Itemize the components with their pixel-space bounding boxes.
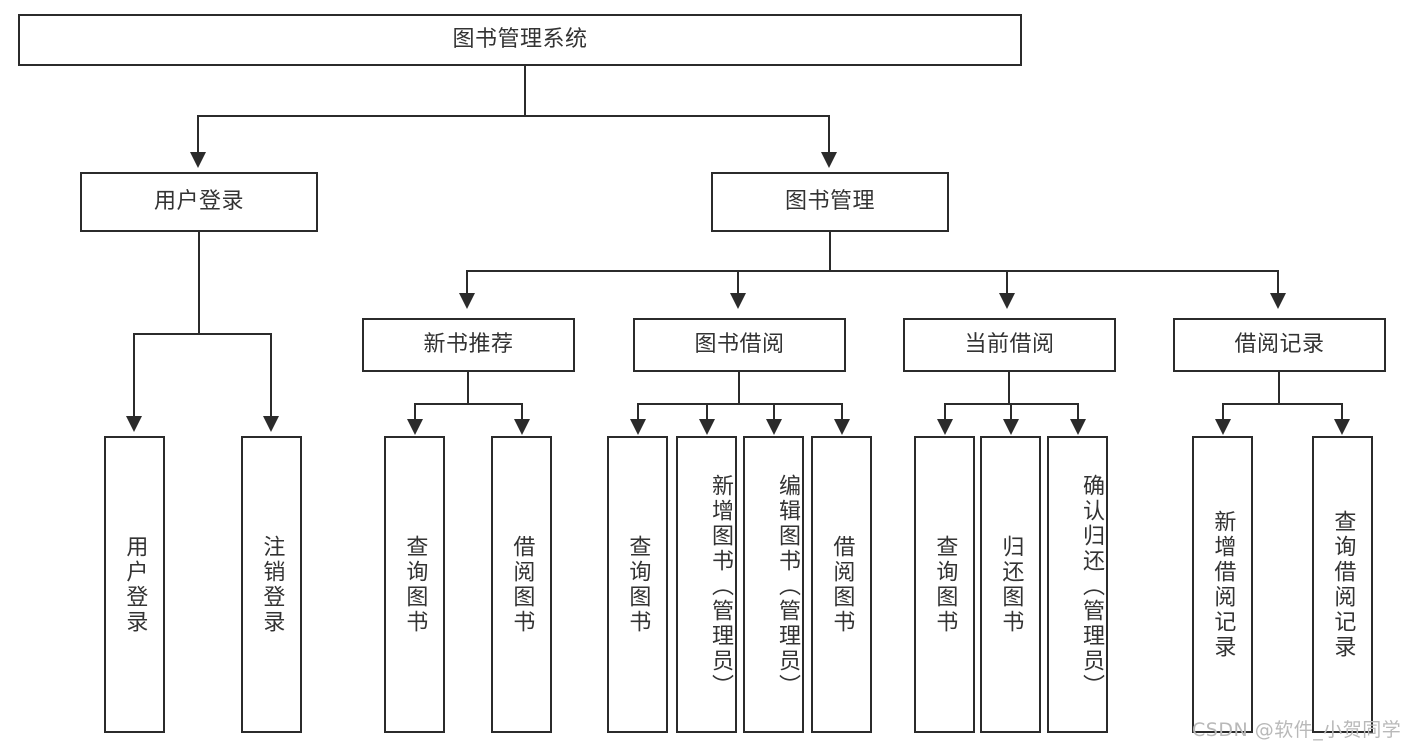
node-label: 借阅图书 <box>829 534 855 635</box>
node-label: 图书管理系统 <box>452 26 588 52</box>
edge-user-login-to-leaf-1 <box>133 333 135 418</box>
arrow-book-mgmt-to-l3-2 <box>730 293 746 309</box>
arrow-borrow-record-to-leaf-2 <box>1334 419 1350 435</box>
node-leaf-return-book[interactable]: 归还图书 <box>980 436 1041 733</box>
node-label: 图书借阅 <box>694 331 785 357</box>
node-label: 用户登录 <box>153 188 244 214</box>
edge-current-borrow-to-leaf-1 <box>944 403 946 421</box>
node-label: 查询图书 <box>625 534 651 635</box>
edge-book-borrow-to-leaf-2 <box>706 403 708 421</box>
edge-book-mgmt-stem <box>829 232 831 272</box>
edge-user-login-stem <box>198 232 200 334</box>
edge-book-mgmt-to-l3-4 <box>1277 270 1279 295</box>
arrow-new-book-to-leaf-1 <box>407 419 423 435</box>
node-root-system[interactable]: 图书管理系统 <box>18 14 1022 66</box>
arrow-root-to-book-mgmt <box>821 152 837 168</box>
node-book-borrow[interactable]: 图书借阅 <box>633 318 846 372</box>
arrow-user-login-to-leaf-1 <box>126 416 142 432</box>
edge-borrow-record-to-leaf-2 <box>1341 403 1343 421</box>
edge-book-borrow-stem <box>738 372 740 404</box>
node-leaf-query-book-borrow[interactable]: 查询图书 <box>607 436 668 733</box>
node-label: 确认归还（管理员） <box>1079 474 1104 699</box>
edge-book-borrow-to-leaf-1 <box>637 403 639 421</box>
edge-current-borrow-stem <box>1008 372 1010 404</box>
arrow-borrow-record-to-leaf-1 <box>1215 419 1231 435</box>
edge-root-to-user-login <box>197 115 199 155</box>
node-current-borrow[interactable]: 当前借阅 <box>903 318 1116 372</box>
arrow-book-borrow-to-leaf-1 <box>630 419 646 435</box>
arrow-user-login-to-leaf-2 <box>263 416 279 432</box>
node-borrow-record[interactable]: 借阅记录 <box>1173 318 1386 372</box>
node-label: 图书管理 <box>784 188 875 214</box>
node-leaf-user-login[interactable]: 用户登录 <box>104 436 165 733</box>
edge-root-to-book-mgmt <box>828 115 830 155</box>
node-user-login[interactable]: 用户登录 <box>80 172 318 232</box>
node-label: 用户登录 <box>122 534 148 635</box>
node-leaf-query-borrow-record[interactable]: 查询借阅记录 <box>1312 436 1373 733</box>
edge-book-mgmt-to-l3-1 <box>466 270 468 295</box>
node-leaf-borrow-book[interactable]: 借阅图书 <box>811 436 872 733</box>
edge-user-login-to-leaf-2 <box>270 333 272 418</box>
node-label: 编辑图书（管理员） <box>775 474 800 699</box>
edge-borrow-record-bus <box>1222 403 1342 405</box>
arrow-new-book-to-leaf-2 <box>514 419 530 435</box>
node-label: 当前借阅 <box>964 331 1055 357</box>
node-leaf-query-book-recommend[interactable]: 查询图书 <box>384 436 445 733</box>
edge-root-bus <box>197 115 829 117</box>
edge-user-login-bus <box>133 333 271 335</box>
arrow-book-mgmt-to-l3-4 <box>1270 293 1286 309</box>
edge-book-borrow-to-leaf-4 <box>841 403 843 421</box>
node-label: 借阅记录 <box>1234 331 1325 357</box>
arrow-root-to-user-login <box>190 152 206 168</box>
node-label: 查询图书 <box>932 534 958 635</box>
node-leaf-edit-book-admin[interactable]: 编辑图书（管理员） <box>743 436 804 733</box>
arrow-book-mgmt-to-l3-1 <box>459 293 475 309</box>
csdn-watermark: CSDN @软件_小贺同学 <box>1192 719 1402 741</box>
edge-book-borrow-to-leaf-3 <box>773 403 775 421</box>
node-label: 新书推荐 <box>423 331 514 357</box>
edge-current-borrow-to-leaf-3 <box>1077 403 1079 421</box>
node-leaf-logout[interactable]: 注销登录 <box>241 436 302 733</box>
arrow-book-borrow-to-leaf-3 <box>766 419 782 435</box>
edge-new-book-bus <box>414 403 522 405</box>
edge-new-book-stem <box>467 372 469 404</box>
edge-book-borrow-bus <box>637 403 843 405</box>
edge-borrow-record-to-leaf-1 <box>1222 403 1224 421</box>
edge-new-book-to-leaf-2 <box>521 403 523 421</box>
edge-book-mgmt-to-l3-2 <box>737 270 739 295</box>
arrow-book-borrow-to-leaf-2 <box>699 419 715 435</box>
node-leaf-confirm-return-admin[interactable]: 确认归还（管理员） <box>1047 436 1108 733</box>
node-label: 查询图书 <box>402 534 428 635</box>
edge-borrow-record-stem <box>1278 372 1280 404</box>
node-book-management[interactable]: 图书管理 <box>711 172 949 232</box>
arrow-current-borrow-to-leaf-3 <box>1070 419 1086 435</box>
node-label: 注销登录 <box>259 534 285 635</box>
edge-book-mgmt-bus <box>466 270 1278 272</box>
edge-root-stem <box>524 66 526 116</box>
node-label: 新增图书（管理员） <box>708 474 733 699</box>
node-leaf-query-book-current[interactable]: 查询图书 <box>914 436 975 733</box>
arrow-current-borrow-to-leaf-2 <box>1003 419 1019 435</box>
node-label: 新增借阅记录 <box>1210 509 1236 660</box>
node-leaf-add-book-admin[interactable]: 新增图书（管理员） <box>676 436 737 733</box>
edge-current-borrow-to-leaf-2 <box>1010 403 1012 421</box>
node-new-book-recommend[interactable]: 新书推荐 <box>362 318 575 372</box>
node-label: 查询借阅记录 <box>1330 509 1356 660</box>
arrow-book-borrow-to-leaf-4 <box>834 419 850 435</box>
node-leaf-add-borrow-record[interactable]: 新增借阅记录 <box>1192 436 1253 733</box>
node-label: 借阅图书 <box>509 534 535 635</box>
arrow-book-mgmt-to-l3-3 <box>999 293 1015 309</box>
node-label: 归还图书 <box>998 534 1024 635</box>
edge-book-mgmt-to-l3-3 <box>1006 270 1008 295</box>
node-leaf-borrow-book-recommend[interactable]: 借阅图书 <box>491 436 552 733</box>
arrow-current-borrow-to-leaf-1 <box>937 419 953 435</box>
edge-new-book-to-leaf-1 <box>414 403 416 421</box>
